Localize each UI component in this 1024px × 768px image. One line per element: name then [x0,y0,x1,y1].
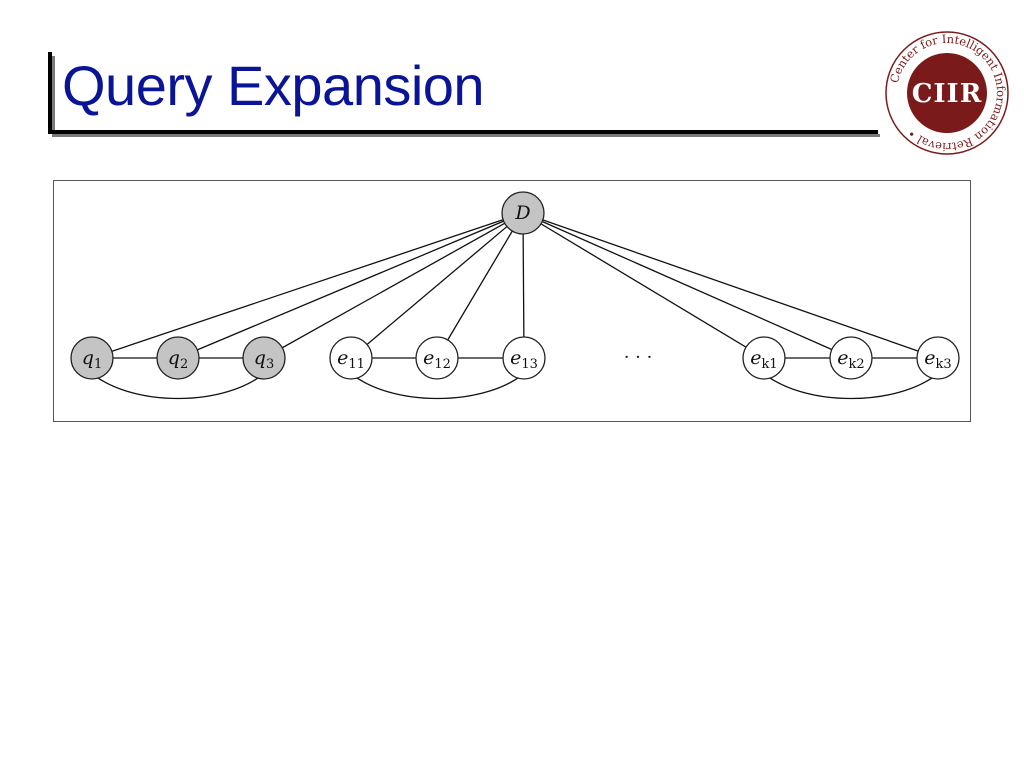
node-ek1-label: ek1 [750,347,777,372]
node-q2-label: q2 [168,347,188,372]
node-ek3: ek3 [916,336,960,380]
title-accent-shadow [52,56,55,136]
graphical-model-diagram: Dq1 q2 q3 e11 e12 e13 ek1 ek2 ek3 · · · [70,191,960,400]
title-rule-shadow [52,134,880,137]
node-q1-circle [70,336,114,380]
nodes-layer: Dq1 q2 q3 e11 e12 e13 ek1 ek2 ek3 · · · [70,191,960,380]
logo-center-text: CIIR [912,79,983,109]
node-e12-circle [415,336,459,380]
logo-disc [907,53,987,133]
edge-root-1 [177,212,524,359]
node-d: D [501,191,545,235]
node-e13-label: e13 [510,347,538,372]
node-e13-circle [502,336,546,380]
node-q3-label: q3 [254,347,274,372]
edge-root-6 [522,212,765,359]
node-e11-label: e11 [337,347,365,372]
edge-root-5 [522,212,525,359]
node-ek3-circle [916,336,960,380]
node-q3: q3 [242,336,286,380]
expansion-1-edge-1-3 [346,369,529,400]
query-edge-1-3 [87,369,269,400]
node-q1-label: q1 [82,347,102,372]
node-q3-circle [242,336,286,380]
edge-root-7 [522,212,852,359]
node-d-label: D [514,202,530,224]
edge-root-0 [91,212,524,359]
node-e11: e11 [329,336,373,380]
page-title: Query Expansion [62,54,485,117]
node-q1: q1 [70,336,114,380]
ciir-logo: Center for Intelligent Information Retri… [885,31,1009,155]
node-q2: q2 [156,336,200,380]
node-e11-circle [329,336,373,380]
ellipsis: · · · [624,347,653,368]
node-e12: e12 [415,336,459,380]
node-q2-circle [156,336,200,380]
node-ek1-circle [742,336,786,380]
title-accent-bar [48,52,52,132]
node-ek2-label: ek2 [837,347,864,372]
node-e12-label: e12 [423,347,451,372]
edge-root-2 [263,212,524,359]
node-ek2-circle [829,336,873,380]
edge-root-3 [350,212,524,359]
node-e13: e13 [502,336,546,380]
node-ek3-label: ek3 [924,347,951,372]
node-d-circle [501,191,545,235]
expansion-k-edge-1-3 [759,369,943,400]
node-ek2: ek2 [829,336,873,380]
edge-root-8 [522,212,939,359]
node-ek1: ek1 [742,336,786,380]
title-rule [48,130,878,134]
edges-layer [87,212,943,400]
edge-root-4 [436,212,524,359]
